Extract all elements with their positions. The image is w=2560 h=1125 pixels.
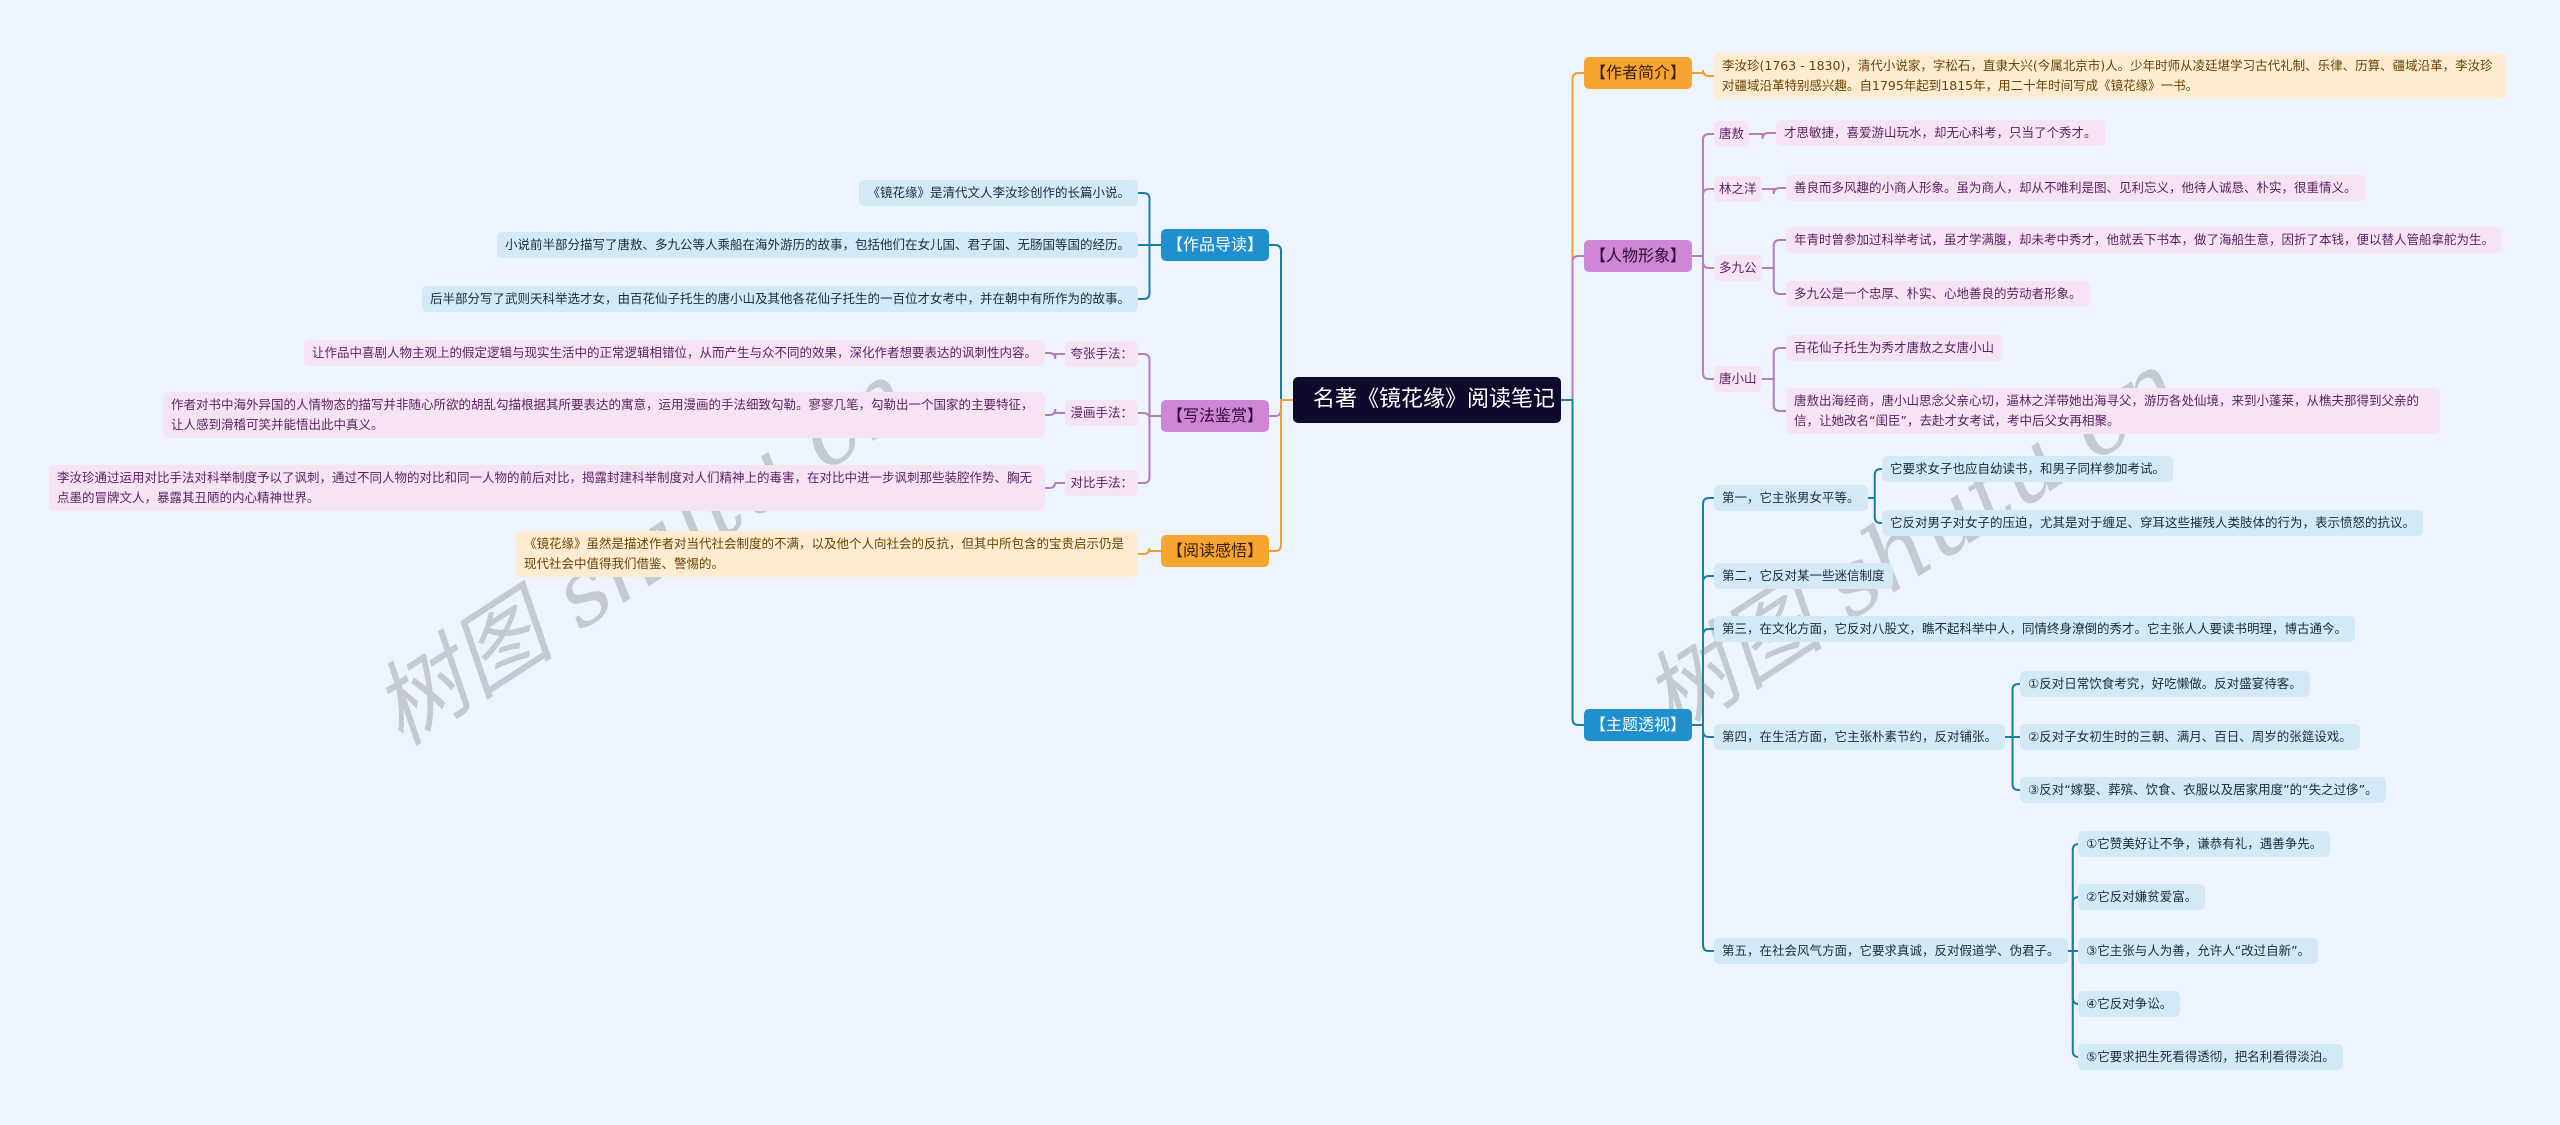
connector-line [1867, 497, 1882, 524]
intro-leaf[interactable]: 后半部分写了武则天科举选才女，由百花仙子托生的唐小山及其他各花仙子托生的一百位才… [421, 286, 1138, 312]
branch-feeling[interactable]: 【阅读感悟】 [1161, 535, 1269, 567]
character-desc[interactable]: 唐敖出海经商，唐小山思念父亲心切，逼林之洋带她出海寻父，游历各处仙境，来到小蓬莱… [1786, 388, 2440, 434]
connector-line [1045, 481, 1066, 489]
connector-line [1269, 244, 1293, 401]
connector-line [1692, 575, 1714, 726]
connector-line [1561, 72, 1584, 401]
character-desc[interactable]: 才思敏捷，喜爱游山玩水，却无心科考，只当了个秀才。 [1776, 120, 2105, 146]
connector-line [1692, 255, 1714, 269]
connector-line [1561, 255, 1584, 401]
connector-line [2005, 683, 2020, 738]
connector-line [1138, 412, 1161, 420]
connector-line [1138, 192, 1161, 246]
style-leaf[interactable]: 李汝珍通过运用对比手法对科举制度予以了讽刺，通过不同人物的对比和同一人物的前后对… [49, 465, 1045, 511]
connector-line [1761, 378, 1786, 412]
theme-detail[interactable]: 它要求女子也应自幼读书，和男子同样参加考试。 [1882, 456, 2174, 482]
connector-line [1761, 347, 1786, 380]
connector-line [1138, 415, 1161, 484]
style-caricature[interactable]: 漫画手法： [1065, 400, 1138, 426]
theme-detail[interactable]: 它反对男子对女子的压迫，尤其是对于缠足、穿耳这些摧残人类肢体的行为，表示愤怒的抗… [1882, 510, 2424, 536]
theme-detail[interactable]: ①它赞美好让不争，谦恭有礼，遇善争先。 [2078, 831, 2331, 857]
connector-line [1138, 244, 1161, 300]
connector-line [1561, 399, 1584, 726]
root-topic[interactable]: 名著《镜花缘》阅读笔记 [1293, 377, 1561, 423]
theme-detail[interactable]: ⑤它要求把生死看得透彻，把名利看得淡泊。 [2078, 1044, 2343, 1070]
connector-line [1761, 187, 1786, 195]
style-exaggeration[interactable]: 夸张手法： [1065, 341, 1138, 367]
character-lin-zhiyang[interactable]: 林之洋 [1714, 176, 1762, 202]
style-leaf[interactable]: 让作品中喜剧人物主观上的假定逻辑与现实生活中的正常逻辑相错位，从而产生与众不同的… [303, 340, 1045, 366]
branch-style[interactable]: 【写法鉴赏】 [1161, 400, 1269, 432]
connector-line [1867, 468, 1882, 499]
theme-detail[interactable]: ②反对子女初生时的三朝、满月、百日、周岁的张筵设戏。 [2020, 724, 2360, 750]
theme-detail[interactable]: ③反对“嫁娶、葬殡、饮食、衣服以及居家用度”的“失之过侈”。 [2020, 777, 2386, 803]
connector-line [1692, 255, 1714, 380]
character-desc[interactable]: 年青时曾参加过科举考试，虽才学满腹，却未考中秀才，他就丢下书本，做了海船生意，因… [1786, 227, 2503, 253]
style-leaf[interactable]: 作者对书中海外异国的人情物态的描写并非随心所欲的胡乱勾描根据其所要表达的寓意，运… [163, 392, 1045, 438]
theme-point[interactable]: 第四，在生活方面，它主张朴素节约，反对铺张。 [1714, 724, 2006, 750]
connector-line [1692, 497, 1714, 726]
theme-detail[interactable]: ③它主张与人为善，允许人“改过自新”。 [2078, 938, 2319, 964]
branch-author[interactable]: 【作者简介】 [1584, 57, 1692, 89]
connector-line [1761, 239, 1786, 269]
theme-detail[interactable]: ④它反对争讼。 [2078, 991, 2181, 1017]
branch-characters[interactable]: 【人物形象】 [1584, 240, 1692, 272]
connector-line [1692, 724, 1714, 952]
connector-line [1692, 724, 1714, 738]
character-desc[interactable]: 百花仙子托生为秀才唐敖之女唐小山 [1786, 335, 2003, 361]
theme-point[interactable]: 第一，它主张男女平等。 [1714, 485, 1868, 511]
intro-leaf[interactable]: 小说前半部分描写了唐敖、多九公等人乘船在海外游历的故事，包括他们在女儿国、君子国… [496, 232, 1138, 258]
branch-intro[interactable]: 【作品导读】 [1161, 229, 1269, 261]
character-tang-ao[interactable]: 唐敖 [1714, 121, 1750, 147]
theme-point[interactable]: 第二，它反对某一些迷信制度 [1714, 563, 1893, 589]
character-desc[interactable]: 多九公是一个忠厚、朴实、心地善良的劳动者形象。 [1786, 281, 2090, 307]
branch-theme[interactable]: 【主题透视】 [1584, 709, 1692, 741]
character-tang-xiaoshan[interactable]: 唐小山 [1714, 366, 1762, 392]
connector-line [1749, 132, 1776, 140]
theme-detail[interactable]: ①反对日常饮食考究，好吃懒做。反对盛宴待客。 [2020, 671, 2310, 697]
theme-detail[interactable]: ②它反对嫌贫爱富。 [2078, 884, 2206, 910]
connector-line [1692, 69, 1714, 77]
theme-point[interactable]: 第三，在文化方面，它反对八股文，瞧不起科举中人，同情终身潦倒的秀才。它主张人人要… [1714, 616, 2356, 642]
character-duo-jiugong[interactable]: 多九公 [1714, 255, 1762, 281]
connector-line [1269, 399, 1293, 552]
style-contrast[interactable]: 对比手法： [1065, 470, 1138, 496]
connector-line [1761, 267, 1786, 295]
feeling-leaf[interactable]: 《镜花缘》虽然是描述作者对当代社会制度的不满，以及他个人向社会的反抗，但其中所包… [516, 531, 1138, 577]
connector-line [1269, 399, 1293, 417]
character-desc[interactable]: 善良而多风趣的小商人形象。虽为商人，却从不唯利是图、见利忘义，他待人诚恳、朴实，… [1786, 175, 2365, 201]
connector-line [1045, 352, 1066, 360]
connector-line [1692, 133, 1714, 257]
theme-point[interactable]: 第五，在社会风气方面，它要求真诚，反对假道学、伪君子。 [1714, 938, 2068, 964]
intro-leaf[interactable]: 《镜花缘》是清代文人李汝珍创作的长篇小说。 [859, 180, 1138, 206]
connector-line [1138, 353, 1161, 417]
connector-line [1138, 547, 1161, 555]
connector-line [2005, 736, 2020, 791]
connector-line [1045, 408, 1066, 416]
connector-line [1692, 628, 1714, 726]
connector-line [1692, 188, 1714, 257]
author-leaf[interactable]: 李汝珍(1763 - 1830)，清代小说家，字松石，直隶大兴(今属北京市)人。… [1714, 53, 2506, 99]
